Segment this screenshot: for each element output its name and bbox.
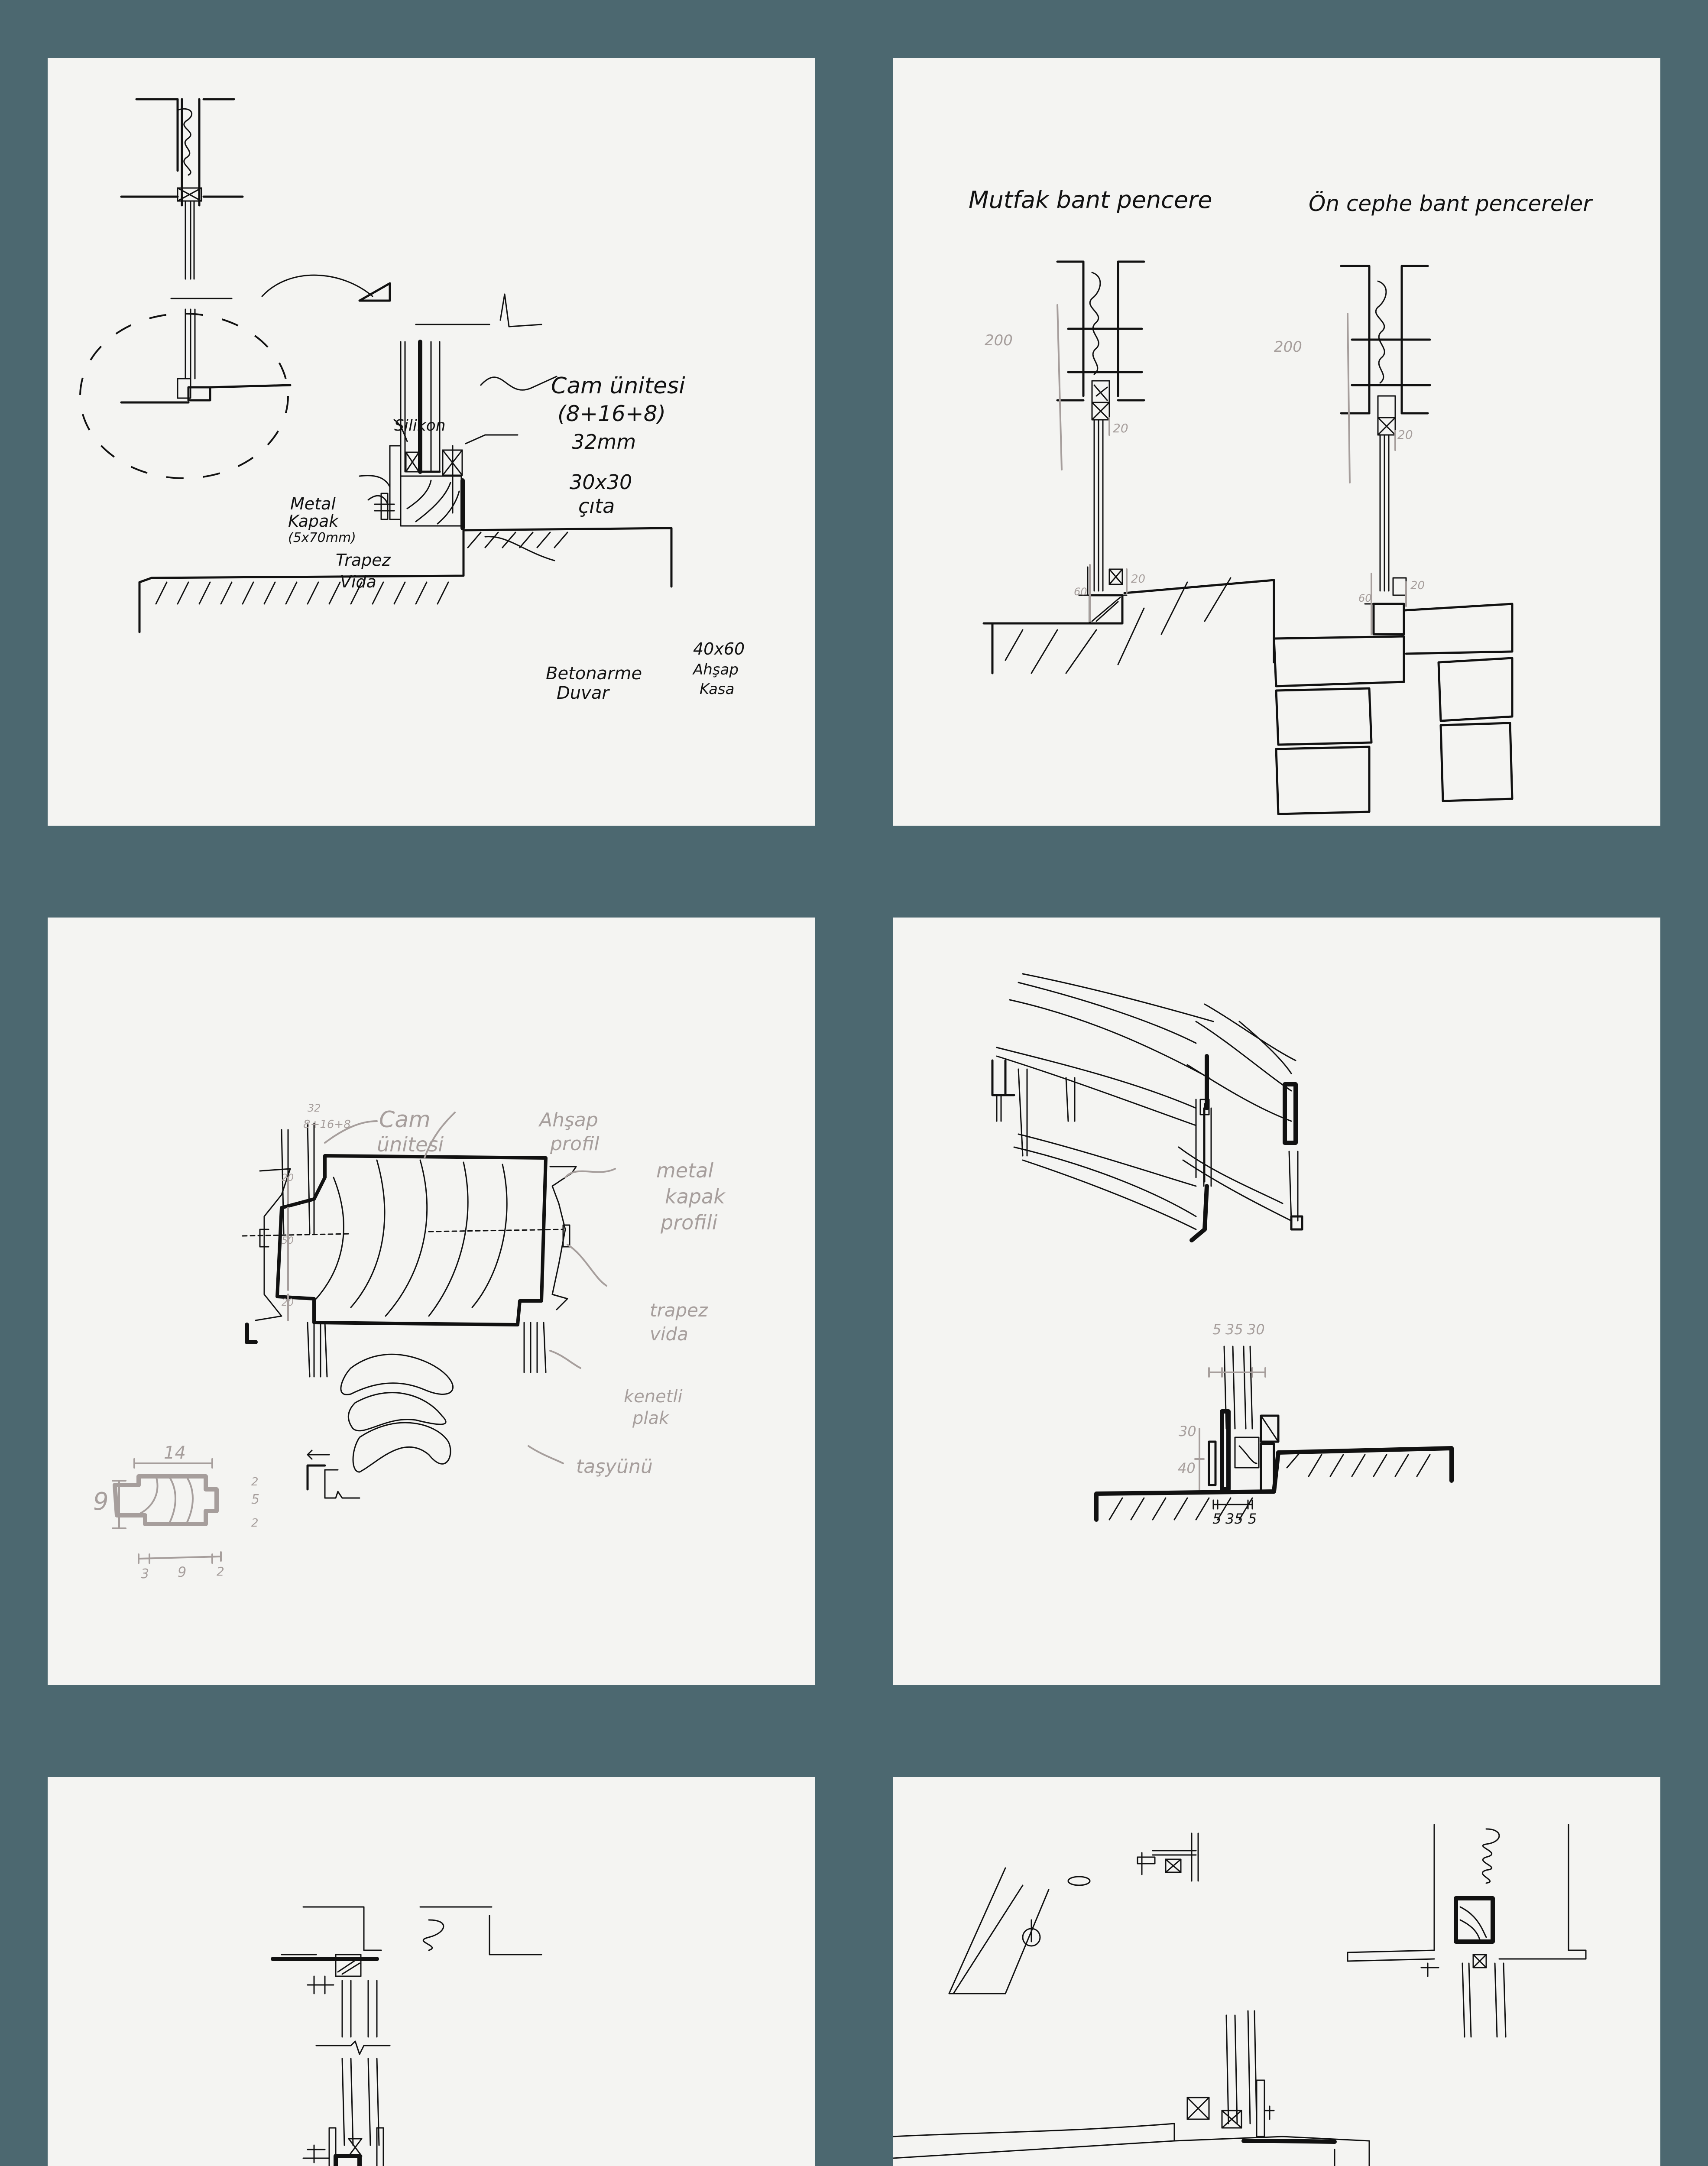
sketch-panel-6 [893,1777,1660,2166]
dim-bottom-3: 5 [1248,1511,1257,1527]
dim-top-2: 35 [1225,1321,1243,1338]
sketch-panel-3: 32 8+16+8 Cam ünitesi Ahşap profil metal… [48,918,815,1685]
dim-30: 30 [1179,1423,1196,1440]
sketch-panel-2: Mutfak bant pencere Ön cephe bant pencer… [893,58,1660,826]
label-glass-thickness: 32mm [572,430,636,454]
dim-20-top: 20 [282,1173,294,1184]
label-metal-kapak-profili: metal [656,1159,714,1182]
label-cita: çıta [578,494,615,518]
dim-50: 50 [282,1235,294,1246]
label-ahsap-profil: profil [550,1133,600,1155]
dim-200-right: 200 [1274,338,1302,356]
title-kitchen-band-window: Mutfak bant pencere [969,186,1212,214]
label-trapez-vida: Trapez [336,551,391,570]
dim-bottom-2: 35 [1225,1511,1243,1527]
label-metal-kapak-profili: kapak [665,1185,725,1208]
label-glass-total: 32 [308,1102,321,1114]
label-metal-kapak: Metal [290,494,336,513]
label-metal-kapak-profili: profili [661,1211,718,1234]
dim-200-left: 200 [985,332,1013,349]
label-ahsap-kasa: Kasa [700,681,735,698]
label-cita: 30x30 [570,470,632,494]
wooden-profile-plan-drawing [112,1112,616,1564]
dim-20-right-top: 20 [1397,428,1413,442]
dim-20-right-bottom: 20 [1410,579,1425,592]
dim-bottom-1: 5 [1212,1511,1222,1527]
label-glass-build: 8+16+8 [303,1118,351,1131]
label-tasyunu: taşyünü [576,1456,653,1478]
label-betonarme-duvar: Betonarme [546,664,642,684]
dim-top-1: 5 [1212,1321,1222,1338]
mini-dim-bottom-1: 3 [141,1566,149,1582]
mini-dim-bottom-3: 2 [217,1564,224,1579]
mini-dim-width: 14 [164,1443,186,1463]
label-trapez-vida: vida [650,1323,688,1345]
dim-60-left: 60 [1074,586,1087,598]
label-glass-build: (8+16+8) [557,401,666,426]
label-kenetli-plak: kenetli [624,1387,683,1407]
window-sill-section-drawing [79,98,673,633]
kitchen-band-window-section [982,260,1275,674]
mini-dim-right-3: 2 [251,1517,259,1530]
sketch-panel-5 [48,1777,815,2166]
label-betonarme-duvar: Duvar [557,683,609,703]
label-ahsap-profil: Ahşap [539,1109,598,1131]
sketch-panel-1: Cam ünitesi (8+16+8) 32mm Silikon Metal … [48,58,815,826]
mini-dim-right-2: 5 [251,1492,260,1507]
label-cam-unitesi: Cam [379,1107,431,1133]
band-window-sections-drawing [982,260,1514,815]
mini-dim-height: 9 [93,1488,109,1516]
label-trapez-vida: trapez [650,1300,708,1321]
label-metal-kapak: Kapak [288,512,339,531]
sketch-panel-4: 5 35 30 30 40 5 35 5 [893,918,1660,1685]
label-cam-unitesi: Cam ünitesi [551,373,685,399]
multi-detail-sketch-drawing [893,1824,1587,2166]
dim-60-right: 60 [1358,592,1372,604]
head-and-sill-section-drawing [271,1906,542,2166]
dim-20-left-top: 20 [1113,421,1128,435]
front-facade-band-windows-section [1273,265,1514,815]
label-cam-unitesi: ünitesi [377,1133,444,1156]
label-silikon: Silikon [394,417,446,434]
perspective-and-sill-detail-drawing [991,973,1454,1522]
label-metal-kapak-size: (5x70mm) [288,530,356,545]
mini-dim-bottom-2: 9 [178,1564,187,1580]
mini-dim-right-1: 2 [251,1475,259,1488]
title-front-facade-band-windows: Ön cephe bant pencereler [1309,191,1592,216]
label-ahsap-kasa: Ahşap [693,661,739,678]
dim-20-left-bottom: 20 [1131,573,1146,586]
label-trapez-vida: Vida [340,572,376,591]
dim-top-3: 30 [1247,1321,1265,1338]
label-ahsap-kasa: 40x60 [693,639,745,658]
dim-20-bottom: 20 [282,1297,294,1308]
dim-40: 40 [1178,1460,1196,1476]
label-kenetli-plak: plak [632,1408,669,1428]
